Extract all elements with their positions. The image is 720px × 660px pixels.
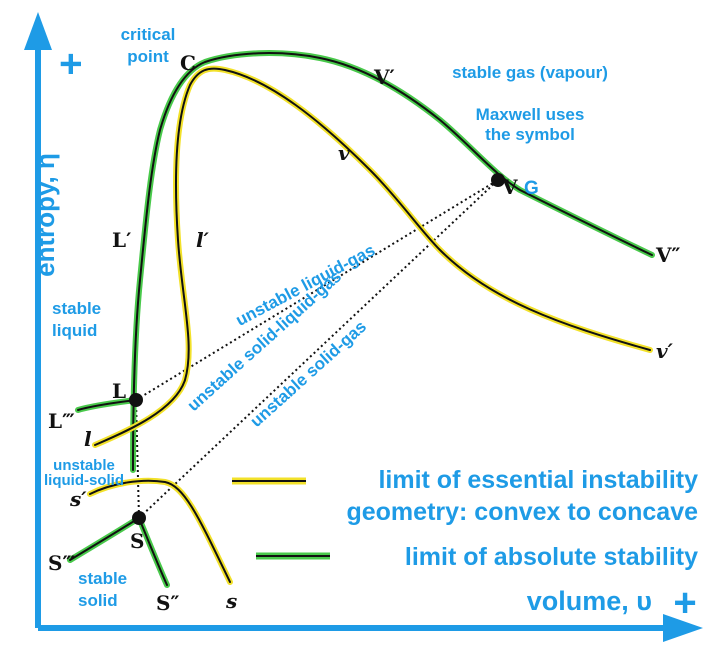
tie-line-solid-gas xyxy=(138,179,499,519)
label-l-prime: l′ xyxy=(196,228,210,252)
point-V-dot xyxy=(491,173,505,187)
axes xyxy=(24,12,703,642)
legend-instability-line2: geometry: convex to concave xyxy=(346,498,698,526)
stable-liquid-label-line2: liquid xyxy=(52,321,97,340)
maxwell-note-line1: Maxwell uses xyxy=(476,105,585,124)
stable-liquid-label-line1: stable xyxy=(52,299,101,318)
label-V-double-prime: V″ xyxy=(655,243,681,267)
critical-point-label-line2: point xyxy=(127,47,169,66)
label-v: v xyxy=(338,141,350,165)
key-points xyxy=(129,173,505,525)
label-V-prime: V′ xyxy=(373,65,395,89)
tie-line-liquid-solid xyxy=(135,399,140,519)
stable-solid-label-line1: stable xyxy=(78,569,127,588)
point-S-dot xyxy=(132,511,146,525)
label-L: L xyxy=(112,379,126,403)
y-axis-label: entropy, η xyxy=(30,153,60,277)
stable-solid-label-line2: solid xyxy=(78,591,118,610)
legend: limit of essential instability geometry:… xyxy=(232,466,698,571)
label-s-prime: s′ xyxy=(69,487,87,511)
label-v-prime: v′ xyxy=(656,339,674,363)
y-axis-arrowhead xyxy=(24,12,52,50)
label-V: V xyxy=(501,175,518,199)
legend-instability-line1: limit of essential instability xyxy=(378,466,698,494)
x-axis-plus: + xyxy=(673,581,696,625)
maxwell-symbol: G xyxy=(524,178,539,199)
label-S-double-prime: S″ xyxy=(156,591,179,615)
point-L-dot xyxy=(129,393,143,407)
tie-line-liquid-gas xyxy=(135,179,499,401)
critical-point-label-line1: critical xyxy=(121,25,176,44)
label-s: s xyxy=(225,589,237,613)
x-axis-arrowhead xyxy=(663,614,703,642)
label-S-triple-prime: S‴ xyxy=(48,551,75,575)
maxwell-note-line2: the symbol xyxy=(485,125,575,144)
solid-instability-curve xyxy=(89,479,231,583)
absolute-stability-curve xyxy=(132,52,653,471)
tie-lines xyxy=(135,179,499,519)
label-C: C xyxy=(180,51,196,75)
y-axis-plus: + xyxy=(49,52,93,75)
essential-instability-curve xyxy=(94,67,651,446)
label-l: l xyxy=(84,427,92,451)
legend-stability-label: limit of absolute stability xyxy=(405,543,698,571)
stable-gas-label: stable gas (vapour) xyxy=(452,63,608,82)
unstable-liquid-solid-line2: liquid-solid xyxy=(44,472,124,489)
label-L-triple-prime: L‴ xyxy=(48,409,75,433)
unstable-solid-liquid-gas-label: unstable solid-liquid-gas xyxy=(184,267,346,415)
label-S: S xyxy=(130,529,144,553)
unstable-liquid-solid-line1: unstable xyxy=(53,457,115,474)
x-axis-label: volume, υ xyxy=(527,586,652,616)
label-L-prime: L′ xyxy=(112,228,131,252)
